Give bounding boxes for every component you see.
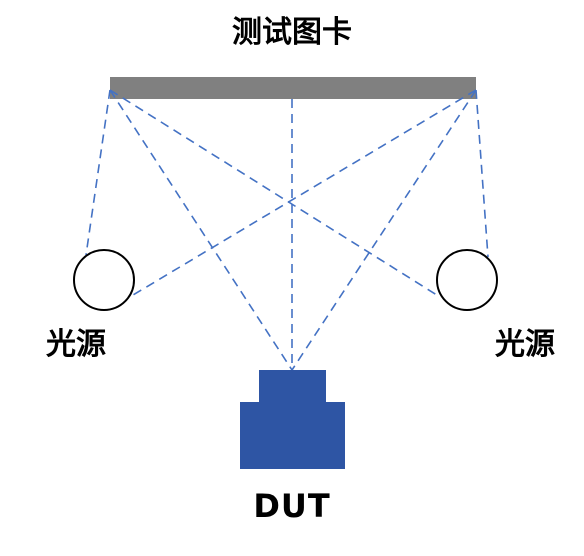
ray-chart-left-to-dut	[109, 89, 293, 371]
ray-chart-left-to-right-light	[109, 89, 441, 298]
rays	[85, 89, 489, 371]
dut-label: DUT	[253, 487, 331, 525]
dut-lens	[259, 370, 326, 404]
test-chart-label: 测试图卡	[232, 15, 352, 50]
right-light-source-label: 光源	[495, 327, 555, 362]
right-light-source-circle	[436, 249, 498, 311]
dut-device	[240, 370, 345, 469]
test-chart-bar	[110, 77, 476, 99]
ray-chart-right-to-left-light	[127, 89, 477, 299]
dut-body	[240, 402, 345, 469]
ray-chart-right-to-right-light	[475, 89, 489, 258]
ray-chart-right-to-dut	[291, 89, 477, 371]
ray-chart-left-to-left-light	[85, 89, 111, 256]
left-light-source-circle	[73, 249, 135, 311]
left-light-source-label: 光源	[46, 327, 106, 362]
